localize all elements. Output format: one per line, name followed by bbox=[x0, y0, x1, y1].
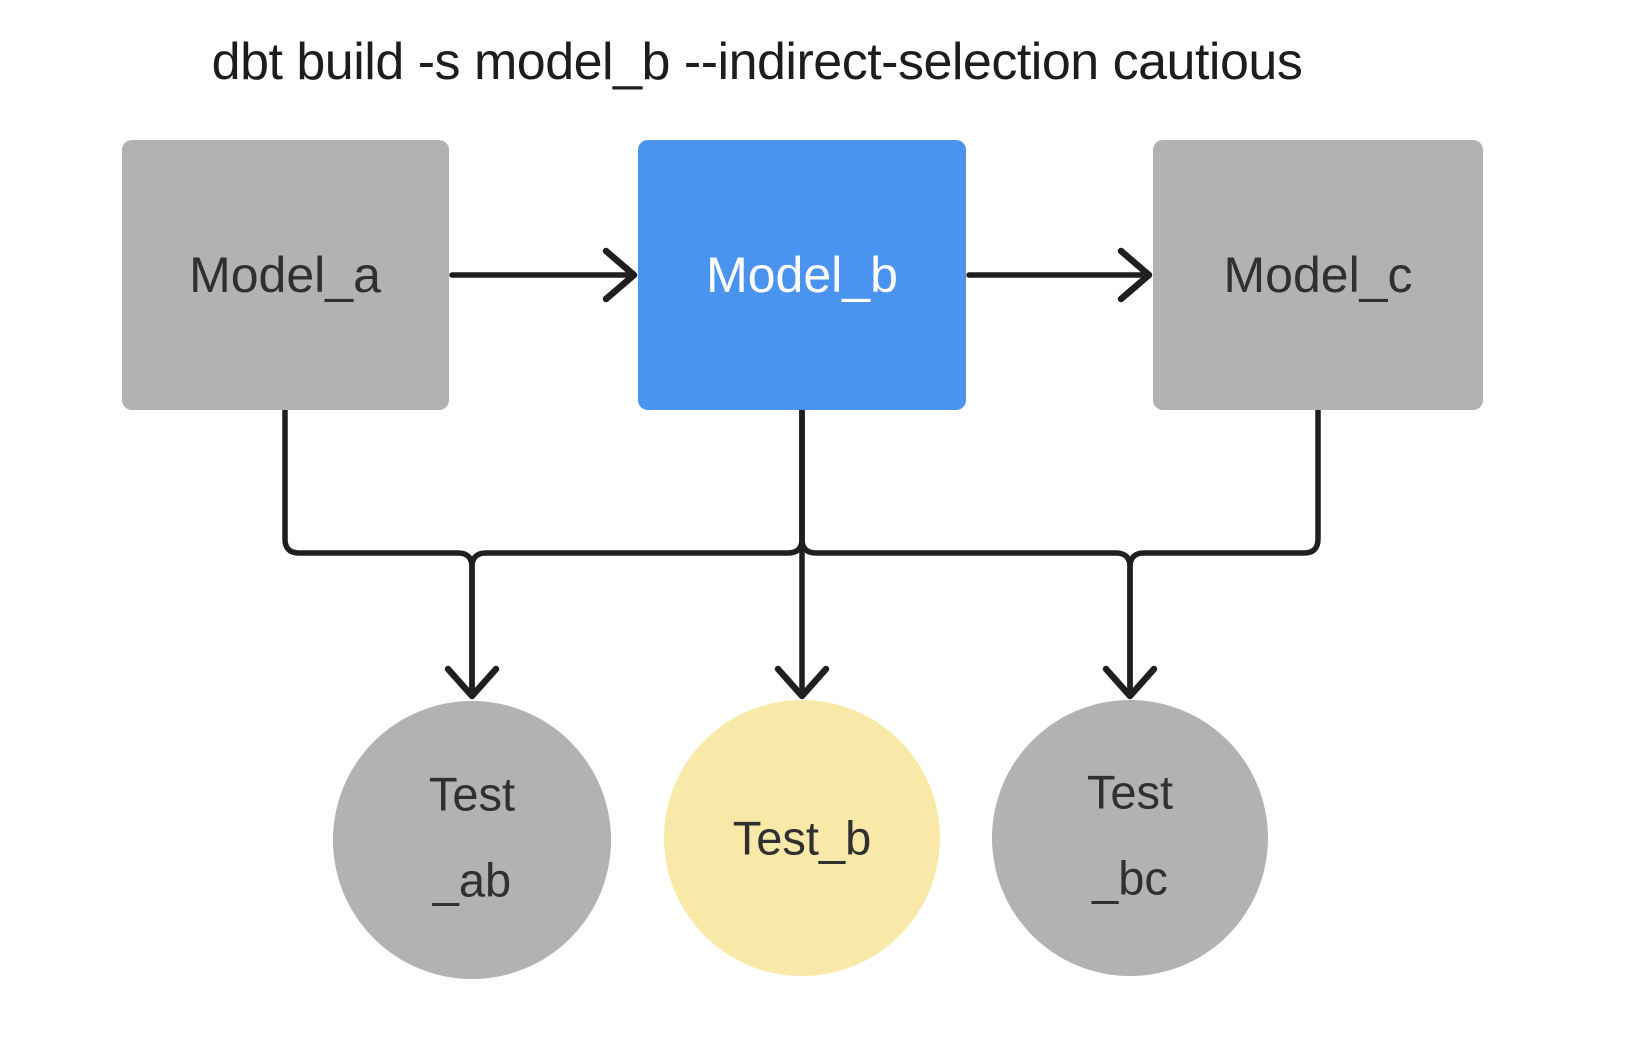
node-test-bc-label-line2: _bc bbox=[1091, 852, 1168, 905]
arrowhead-test-bc-icon bbox=[1102, 665, 1158, 700]
node-model-c: Model_c bbox=[1153, 140, 1483, 410]
node-test-bc-label-line1: Test bbox=[1087, 766, 1173, 819]
node-model-a: Model_a bbox=[122, 140, 449, 410]
edge-model-c-to-test-bc bbox=[1127, 407, 1321, 691]
node-test-b-label: Test_b bbox=[733, 812, 871, 865]
node-model-b-label: Model_b bbox=[706, 247, 898, 303]
node-model-a-box bbox=[122, 140, 449, 410]
node-test-ab-circle bbox=[333, 701, 611, 979]
node-model-b-box bbox=[638, 140, 966, 410]
node-test-b: Test_b bbox=[664, 700, 940, 976]
node-model-c-label: Model_c bbox=[1224, 247, 1413, 303]
edge-model-a-to-test-ab bbox=[282, 407, 475, 691]
node-test-bc: Test _bc bbox=[992, 700, 1268, 976]
arrowhead-test-ab-icon bbox=[444, 665, 500, 700]
edge-model-b-to-test-ab bbox=[469, 407, 805, 691]
node-model-c-box bbox=[1153, 140, 1483, 410]
node-model-a-label: Model_a bbox=[189, 247, 381, 303]
node-test-ab: Test _ab bbox=[333, 701, 611, 979]
edge-group bbox=[282, 247, 1321, 700]
arrowhead-test-b-icon bbox=[774, 665, 830, 700]
node-test-bc-circle bbox=[992, 700, 1268, 976]
node-model-b: Model_b bbox=[638, 140, 966, 410]
diagram-title: dbt build -s model_b --indirect-selectio… bbox=[212, 33, 1303, 91]
node-test-ab-label-line2: _ab bbox=[432, 854, 511, 907]
node-test-b-circle bbox=[664, 700, 940, 976]
arrowhead-model-b-icon bbox=[602, 247, 638, 303]
edge-model-b-to-test-bc bbox=[799, 407, 1133, 691]
arrowhead-model-c-icon bbox=[1117, 247, 1153, 303]
node-test-ab-label-line1: Test bbox=[429, 768, 515, 821]
